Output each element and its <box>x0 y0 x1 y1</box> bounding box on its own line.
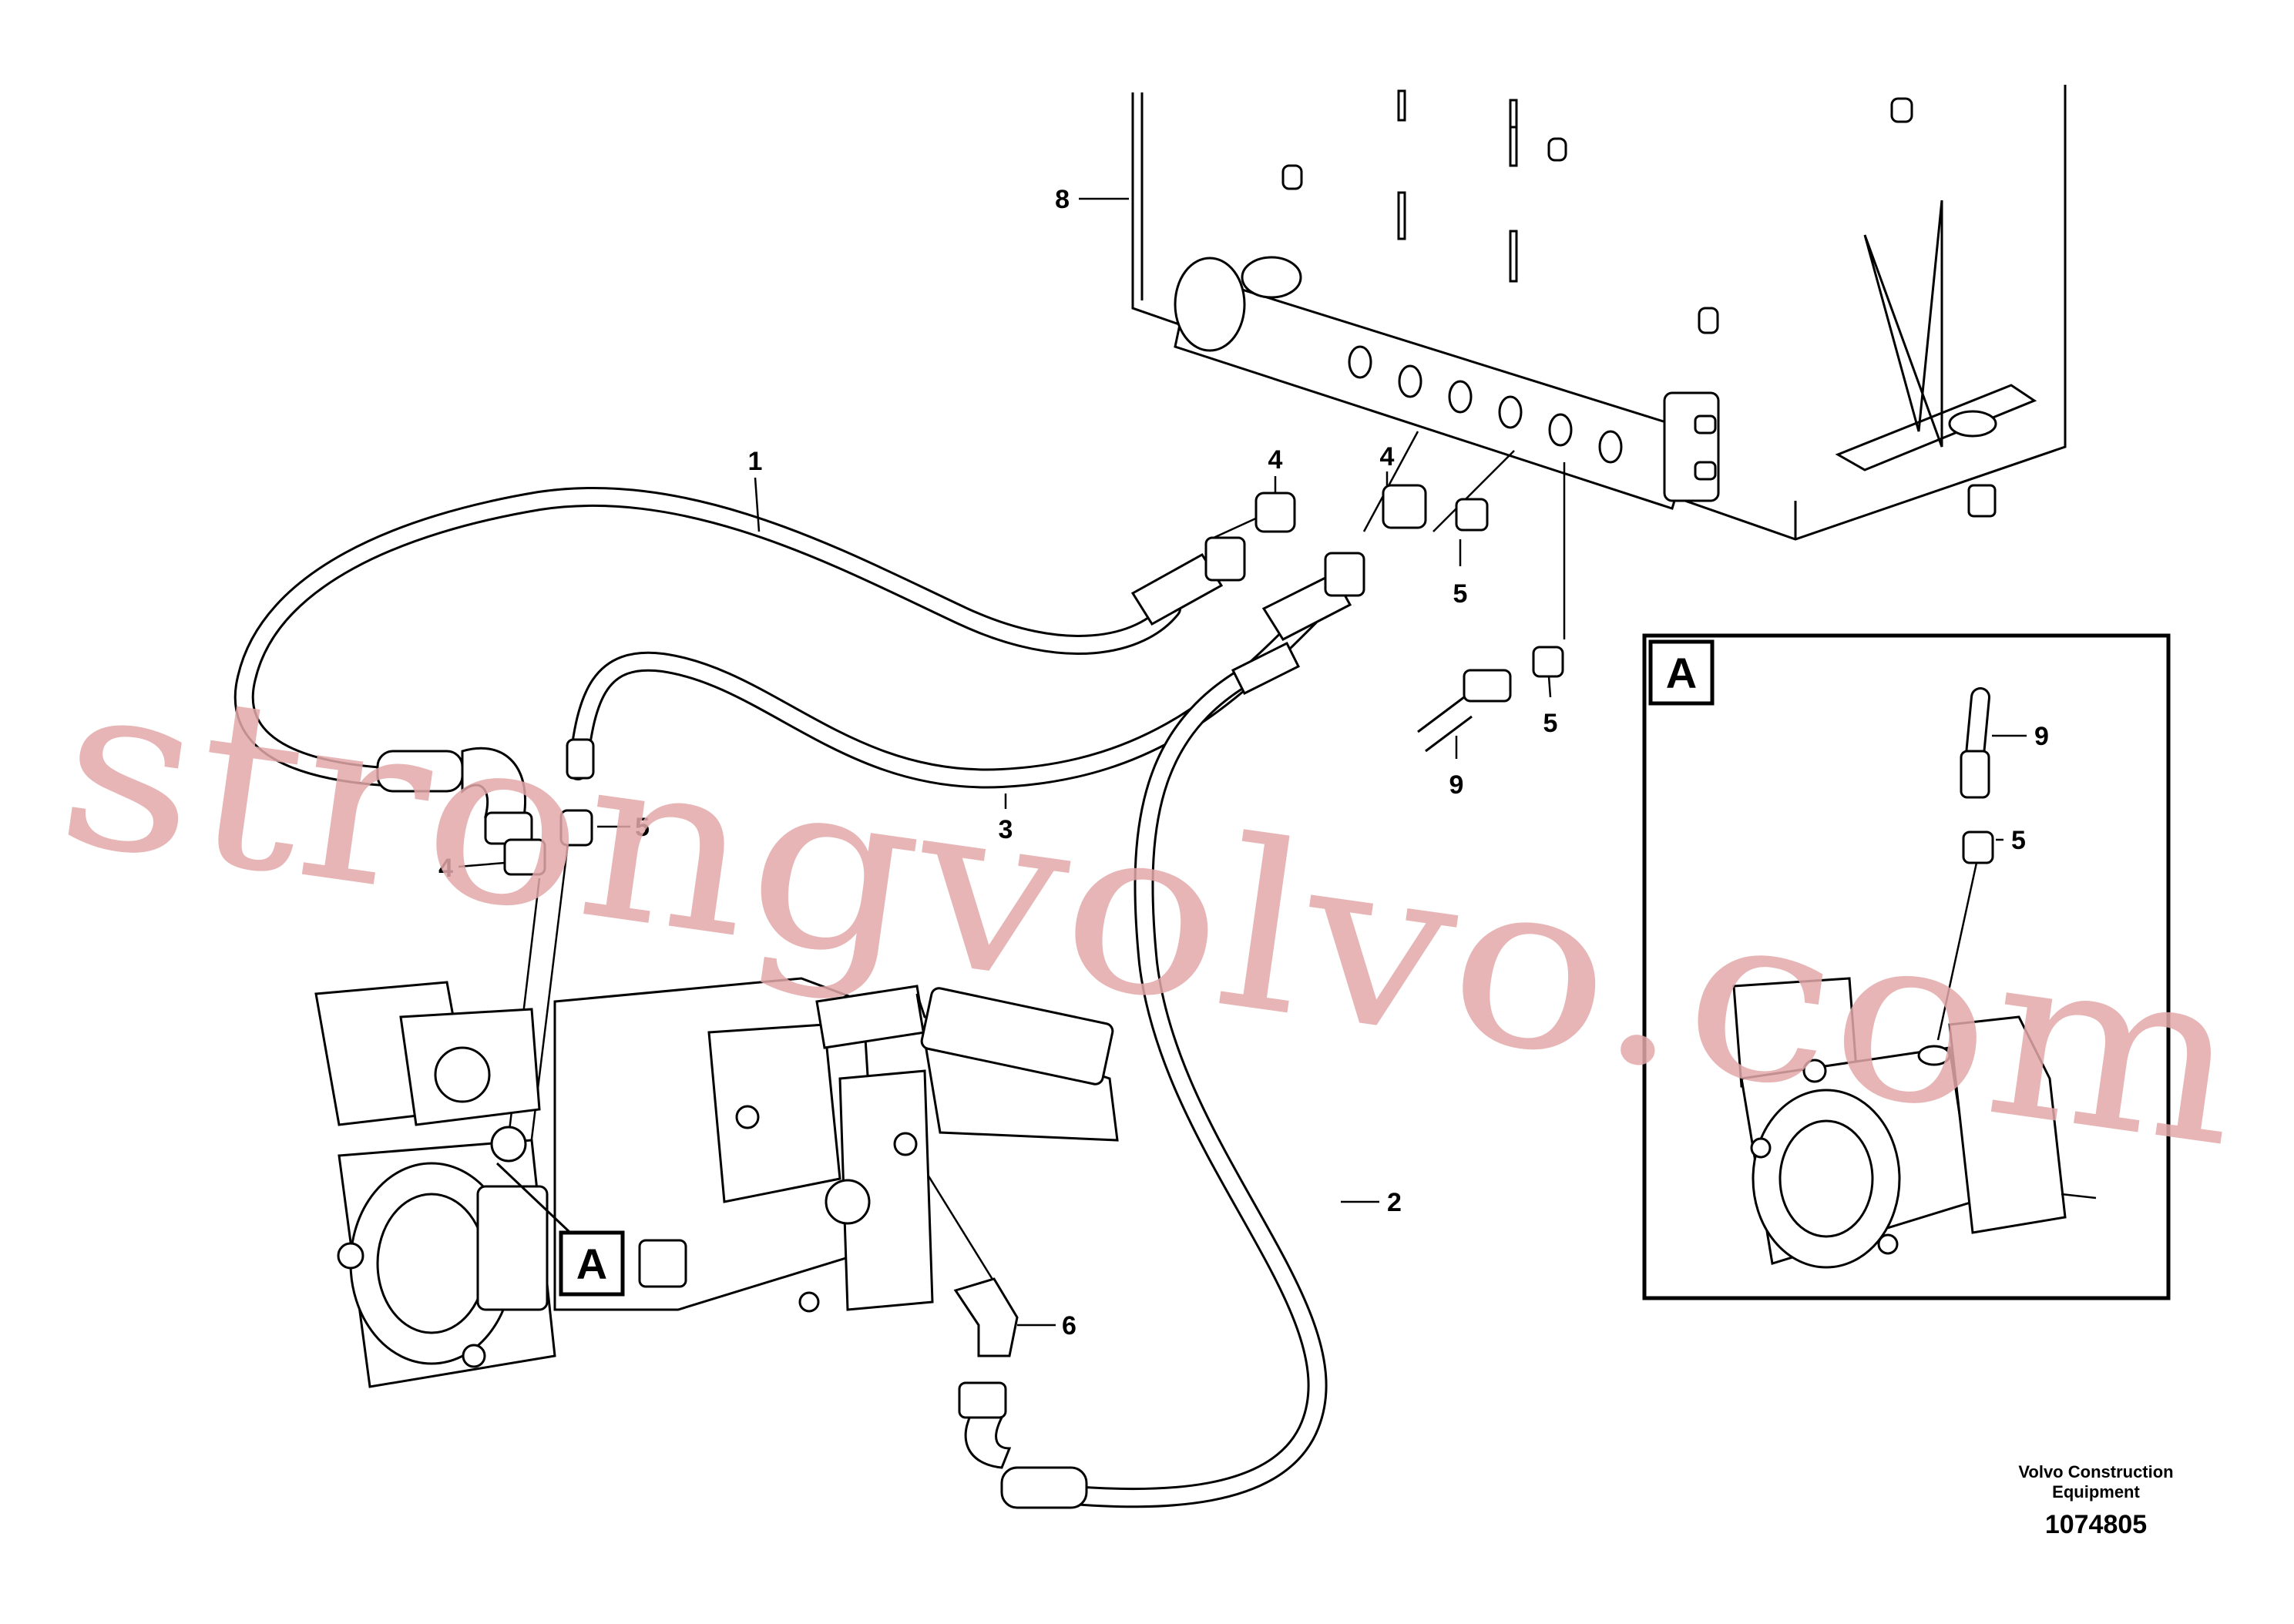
hydraulic-tank <box>1131 85 2067 541</box>
callout-5c: 5 <box>635 813 650 842</box>
callout-5b: 5 <box>1543 709 1558 738</box>
callout-1: 1 <box>748 447 763 476</box>
callout-6: 6 <box>1062 1311 1076 1340</box>
detail-label: A <box>1666 649 1697 697</box>
view-label: A <box>576 1240 607 1288</box>
callout-9a: 9 <box>1449 770 1464 800</box>
callout-4b: 4 <box>1380 442 1395 471</box>
callout-5d: 5 <box>2011 826 2026 855</box>
footer-line1: Volvo Construction <box>2018 1462 2173 1481</box>
callout-2: 2 <box>1387 1188 1402 1217</box>
document-number: 1074805 <box>2045 1510 2147 1539</box>
fittings <box>503 484 1564 1419</box>
return-manifold <box>1174 256 1720 510</box>
callout-4a: 4 <box>1268 445 1283 475</box>
footer-line2: Equipment <box>2052 1482 2140 1502</box>
callout-5a: 5 <box>1453 579 1468 609</box>
pump-assembly <box>314 977 1119 1388</box>
callout-4c: 4 <box>438 854 453 883</box>
callout-9b: 9 <box>2034 722 2049 751</box>
callout-3: 3 <box>999 815 1013 844</box>
callouts: 8 1 4 4 5 5 9 3 5 4 2 6 9 5 <box>438 185 2049 1340</box>
hose-1 <box>233 486 1246 845</box>
view-marker: A <box>495 1162 625 1297</box>
callout-8: 8 <box>1055 185 1070 214</box>
detail-view: A <box>1642 633 2171 1300</box>
footer: Volvo Construction Equipment 1074805 <box>2018 1462 2173 1539</box>
